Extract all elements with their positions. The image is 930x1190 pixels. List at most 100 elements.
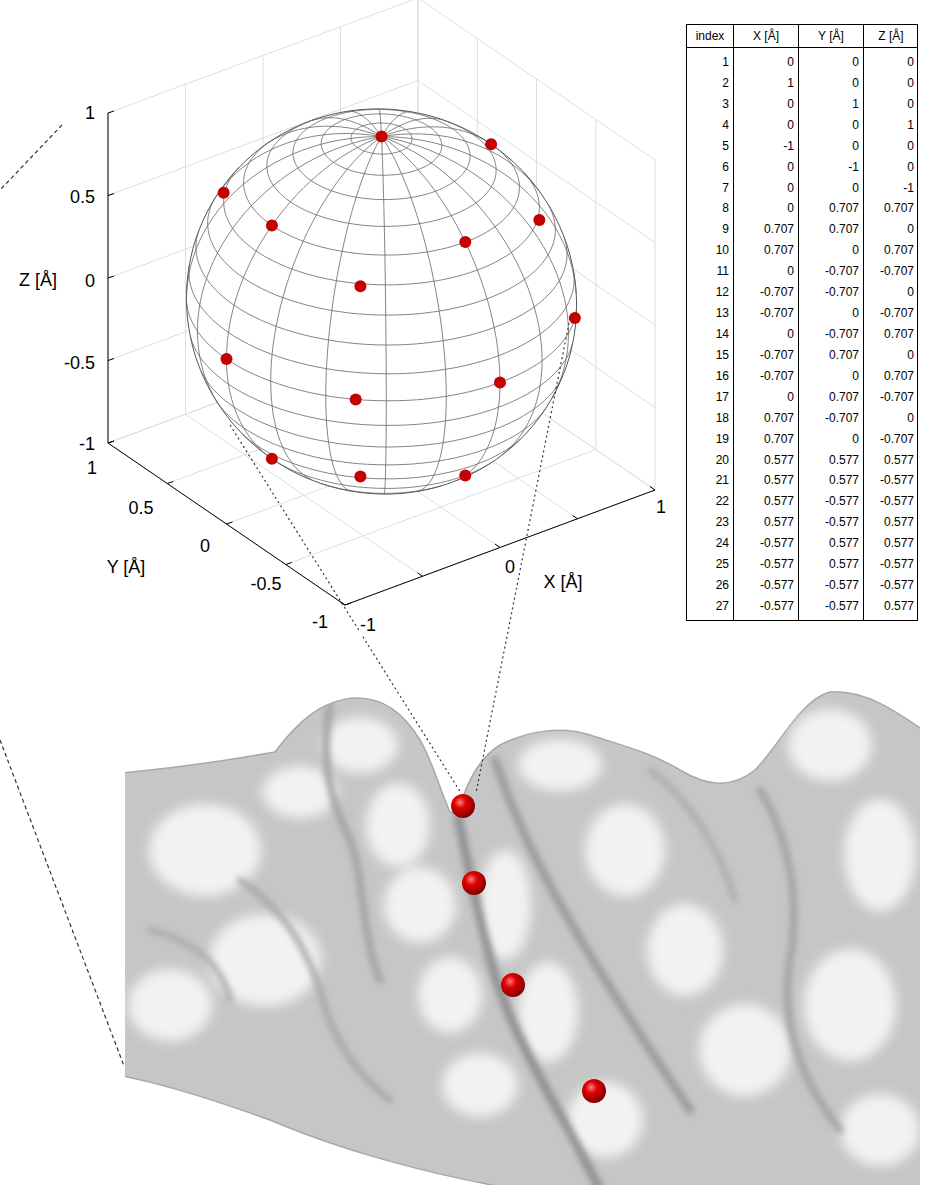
table-cell: 10 (687, 242, 733, 258)
table-cell: 0.707 (734, 410, 798, 426)
table-cell: 0 (799, 431, 863, 447)
axis-title: Z [Å] (18, 270, 58, 290)
table-cell: 0.707 (864, 326, 918, 342)
table-cell: 0 (799, 75, 863, 91)
sphere-parallel (186, 300, 576, 400)
table-cell: 0 (799, 180, 863, 196)
table-cell: 0.707 (799, 347, 863, 363)
table-cell: -0.577 (734, 535, 798, 551)
table-cell: 18 (687, 410, 733, 426)
axis-tick (286, 563, 292, 565)
table-cell: 0 (864, 96, 918, 112)
table-cell: -0.707 (734, 347, 798, 363)
table-cell: 9 (687, 221, 733, 237)
surface-highlights (128, 709, 920, 1166)
table-cell: 0 (864, 221, 918, 237)
table-cell: 25 (687, 556, 733, 572)
dotted-leader (476, 318, 570, 793)
table-rule (686, 47, 918, 48)
table-cell: 0 (734, 263, 798, 279)
table-cell: 0.577 (799, 535, 863, 551)
axis-tick (108, 276, 114, 278)
table-cell: 0 (799, 305, 863, 321)
table-cell: -0.707 (864, 389, 918, 405)
table-cell: 0.577 (864, 452, 918, 468)
axis-tick (108, 441, 114, 443)
table-cell: 0.577 (864, 514, 918, 530)
table-cell: -0.707 (734, 305, 798, 321)
y-axis (108, 443, 345, 605)
table-cell: 0 (799, 138, 863, 154)
axis-tick (108, 111, 114, 113)
axis-tick (108, 441, 114, 443)
axis-tick-label: 0.5 (69, 187, 96, 207)
sample-point (459, 469, 471, 481)
surface-group (125, 692, 920, 1185)
table-cell: -0.577 (799, 598, 863, 614)
table-cell: 0.707 (864, 242, 918, 258)
sphere-outline (186, 109, 576, 494)
table-cell: 0 (734, 389, 798, 405)
sphere-meridian (186, 137, 381, 301)
sphere-parallel (190, 337, 572, 426)
axis-tick-label: -1 (311, 612, 329, 632)
table-cell: -0.577 (734, 577, 798, 593)
table-rule (863, 24, 864, 620)
sample-point (350, 393, 362, 405)
table-cell: 0 (864, 159, 918, 175)
table-cell: 27 (687, 598, 733, 614)
table-cell: 2 (687, 75, 733, 91)
sample-point (221, 353, 233, 365)
sample-point (266, 220, 278, 232)
table-cell: -0.707 (864, 305, 918, 321)
probe-sphere (582, 1079, 606, 1103)
table-cell: -0.707 (799, 410, 863, 426)
axis-tick-label: 1 (86, 458, 98, 478)
grid-line (108, 0, 418, 113)
table-cell: -0.707 (864, 431, 918, 447)
table-cell: -0.577 (799, 577, 863, 593)
axis-tick (650, 487, 655, 491)
table-cell: 0 (734, 326, 798, 342)
axis-title: Y [Å] (106, 557, 147, 577)
axis-tick-label: -1 (78, 434, 96, 454)
table-cell: -0.577 (734, 556, 798, 572)
sphere-meridian (271, 137, 382, 480)
table-header: index (687, 28, 733, 44)
probe-sphere (462, 871, 486, 895)
table-cell: 0 (864, 284, 918, 300)
table-cell: 0.707 (799, 221, 863, 237)
table-cell: 22 (687, 493, 733, 509)
axis-tick-label: -1 (359, 615, 377, 635)
sample-point (376, 131, 388, 143)
table-cell: 0 (864, 347, 918, 363)
surface-body (125, 692, 920, 1185)
axis-tick (418, 573, 423, 577)
table-cell: 0.577 (864, 535, 918, 551)
sphere-meridian (382, 134, 541, 193)
table-cell: 0 (734, 54, 798, 70)
axis-tick-label: 0.5 (127, 498, 154, 518)
table-cell: 1 (864, 117, 918, 133)
table-cell: 0 (864, 54, 918, 70)
table-cell: 0.577 (734, 514, 798, 530)
table-cell: 0 (799, 368, 863, 384)
sample-point (354, 280, 366, 292)
table-border (687, 25, 918, 621)
axis-tick (167, 482, 173, 484)
table-cell: 0 (799, 242, 863, 258)
table-cell: 0.577 (799, 452, 863, 468)
axis-tick-label: 0 (504, 557, 516, 577)
axis-tick (108, 194, 114, 196)
table-cell: 1 (687, 54, 733, 70)
table-cell: 16 (687, 368, 733, 384)
surface-shading (128, 705, 920, 1185)
sample-point (459, 236, 471, 248)
table-cell: -0.577 (734, 598, 798, 614)
table-cell: 12 (687, 284, 733, 300)
table-cell: 11 (687, 263, 733, 279)
sample-point (569, 312, 581, 324)
axis-tick (345, 603, 351, 605)
table-cell: -0.707 (734, 284, 798, 300)
